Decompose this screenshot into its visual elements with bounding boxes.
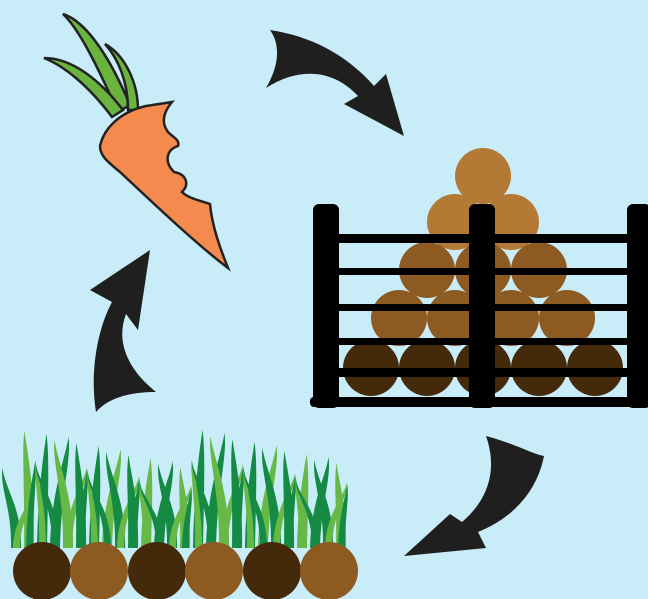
compost-ball bbox=[539, 290, 595, 346]
soil-ball bbox=[128, 542, 186, 599]
soil-ball bbox=[13, 542, 71, 599]
compost-ball bbox=[371, 290, 427, 346]
soil-ball bbox=[300, 542, 358, 599]
crate-post-center bbox=[469, 204, 495, 408]
soil-ball bbox=[243, 542, 301, 599]
soil-ball bbox=[70, 542, 128, 599]
crate-post-left bbox=[313, 204, 339, 408]
crate-post-right bbox=[627, 204, 648, 408]
soil-ball bbox=[185, 542, 243, 599]
